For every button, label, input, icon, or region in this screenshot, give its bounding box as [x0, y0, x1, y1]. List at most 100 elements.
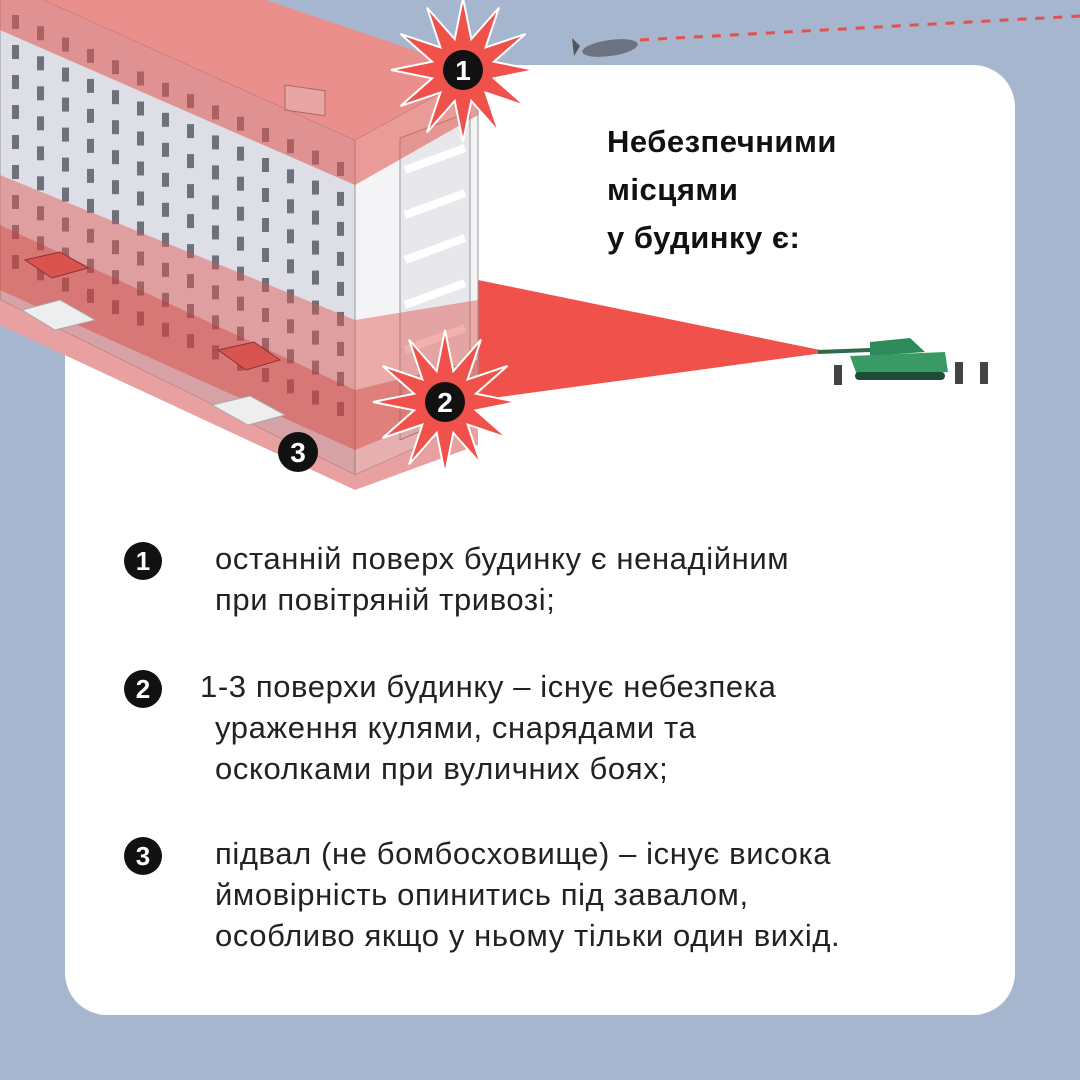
window — [12, 195, 19, 209]
window — [162, 232, 169, 247]
building-illustration: 1 2 3 — [0, 0, 1080, 490]
window — [262, 248, 269, 262]
window — [312, 390, 319, 405]
building-roof — [44, 0, 478, 140]
window — [12, 75, 19, 89]
window — [312, 360, 319, 375]
text-line: ураження кулями, снарядами та — [215, 710, 697, 745]
window — [62, 67, 69, 82]
gunfire-beam — [478, 280, 830, 400]
number-badge: 1 — [124, 542, 162, 580]
window — [87, 138, 94, 153]
window — [337, 221, 344, 236]
page-title: Небезпечними місцями у будинку є: — [607, 118, 837, 262]
window — [112, 210, 119, 225]
item-text: 1-3 поверхи будинку – існує небезпека ур… — [200, 666, 776, 789]
window — [187, 184, 194, 199]
window — [187, 304, 194, 319]
window — [87, 258, 94, 273]
number-badge: 2 — [124, 670, 162, 708]
entrance-canopy — [23, 251, 282, 371]
window — [62, 127, 69, 142]
window — [212, 285, 219, 300]
window — [112, 270, 119, 285]
window — [37, 56, 44, 71]
number-badge: 3 — [124, 837, 162, 875]
window — [287, 349, 294, 364]
text-line: 1-3 поверхи будинку – існує небезпека — [200, 669, 777, 704]
window — [162, 292, 169, 307]
window — [187, 334, 194, 349]
window — [187, 244, 194, 259]
window — [137, 161, 144, 176]
window — [312, 180, 319, 195]
svg-text:2: 2 — [437, 387, 453, 418]
marker-2 — [425, 382, 465, 422]
window — [162, 142, 169, 157]
window — [287, 169, 294, 184]
window — [262, 158, 269, 172]
window — [162, 172, 169, 187]
window — [337, 401, 344, 416]
window — [187, 274, 194, 289]
window — [187, 214, 194, 229]
title-line: у будинку є: — [607, 220, 801, 255]
window — [62, 157, 69, 172]
item-text: підвал (не бомбосховище) – існує висока … — [215, 833, 840, 956]
window — [162, 202, 169, 217]
window — [212, 315, 219, 330]
window — [237, 236, 244, 251]
window — [237, 146, 244, 161]
text-line: при повітряній тривозі; — [215, 582, 556, 617]
text-line: підвал (не бомбосховище) – існує висока — [215, 836, 832, 871]
window — [212, 135, 219, 150]
window — [237, 266, 244, 281]
window — [337, 251, 344, 266]
window — [237, 326, 244, 341]
svg-text:1: 1 — [455, 55, 471, 86]
window — [37, 146, 44, 161]
window — [337, 311, 344, 326]
window — [287, 229, 294, 244]
window — [137, 131, 144, 146]
window — [312, 240, 319, 255]
window — [37, 116, 44, 131]
window — [287, 199, 294, 214]
window — [37, 206, 44, 221]
window — [37, 266, 44, 281]
window — [37, 176, 44, 191]
svg-text:3: 3 — [290, 437, 306, 468]
window — [262, 308, 269, 322]
title-line: Небезпечними — [607, 124, 837, 159]
windows — [12, 15, 344, 416]
window — [62, 97, 69, 112]
window — [137, 101, 144, 116]
window — [237, 176, 244, 191]
window — [87, 288, 94, 303]
window — [262, 368, 269, 382]
window — [87, 78, 94, 93]
window — [12, 165, 19, 179]
soldiers-icon — [834, 362, 988, 385]
window — [12, 255, 19, 269]
window — [287, 289, 294, 304]
window — [187, 124, 194, 139]
window — [112, 120, 119, 135]
window — [262, 218, 269, 232]
window — [137, 311, 144, 326]
window — [162, 322, 169, 337]
item-text: останній поверх будинку є ненадійним при… — [215, 538, 789, 620]
window — [12, 225, 19, 239]
marker-3 — [278, 432, 318, 472]
tank-icon — [817, 338, 948, 380]
window — [112, 90, 119, 105]
text-line: ймовірність опинитись під завалом, — [215, 877, 749, 912]
window — [137, 251, 144, 266]
missile-icon — [572, 38, 638, 57]
window — [137, 281, 144, 296]
text-line: осколками при вуличних боях; — [215, 751, 669, 786]
window — [162, 262, 169, 277]
window — [337, 371, 344, 386]
window — [37, 86, 44, 101]
window — [112, 180, 119, 195]
